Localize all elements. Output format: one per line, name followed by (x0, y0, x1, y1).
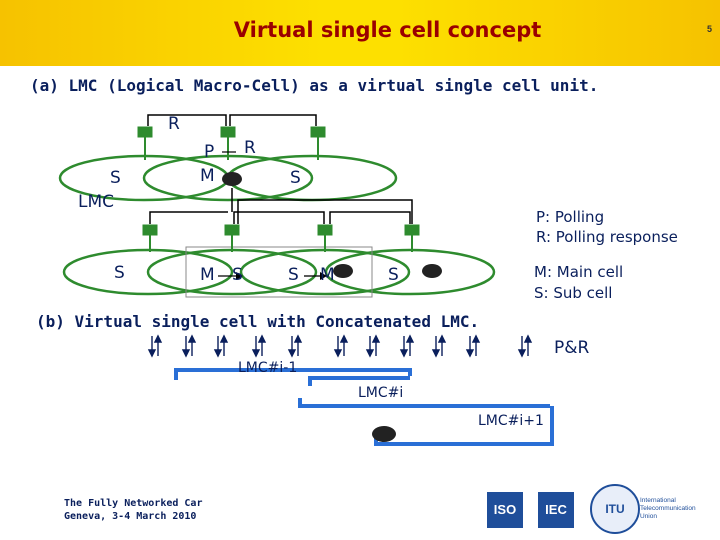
lmc-cur-line (298, 398, 550, 408)
label-lmc: LMC (78, 192, 115, 212)
itu-logo: ITU (590, 484, 640, 534)
antenna-top-3 (310, 126, 326, 138)
antenna-bottom-3 (317, 224, 333, 236)
vehicle-icon-top (222, 172, 242, 186)
footer-line-1: The Fully Networked Car (64, 498, 203, 509)
label-r-2: R (244, 138, 256, 158)
itu-logo-text: International Telecommunication Union (640, 497, 696, 520)
label-m-b: M (200, 265, 215, 285)
page-number: 5 (706, 24, 712, 34)
vehicle-icon-b (372, 426, 396, 442)
iso-logo: ISO (487, 492, 523, 528)
antenna-bottom-4 (404, 224, 420, 236)
antenna-bottom-1 (142, 224, 158, 236)
label-s-b1: S (114, 263, 125, 283)
legend-polling: P: Polling (536, 208, 605, 226)
footer-text: The Fully Networked Car Geneva, 3-4 Marc… (64, 497, 202, 523)
label-lmc-next: LMC#i+1 (478, 413, 544, 429)
arrow-m-to-s (236, 272, 243, 280)
label-lmc-cur: LMC#i (358, 385, 404, 401)
lmc-prev-line (174, 368, 412, 380)
label-s-b2: S (232, 265, 243, 285)
legend-main: M: Main cell (534, 263, 624, 281)
cell-ellipse-bottom-1 (62, 248, 234, 296)
antenna-bottom-2 (224, 224, 240, 236)
antenna-top-1 (137, 126, 153, 138)
lmc-box (185, 246, 373, 298)
pr-label: P&R (554, 338, 590, 358)
p-and-r-arrow-row (147, 334, 533, 358)
footer-line-2: Geneva, 3-4 March 2010 (64, 511, 197, 522)
polling-link-left (147, 114, 227, 126)
legend-sub: S: Sub cell (534, 284, 613, 302)
cell-ellipse-bottom-4 (324, 248, 496, 296)
label-r-1: R (168, 114, 180, 134)
label-m: M (200, 166, 215, 186)
legend-response: R: Polling response (536, 228, 678, 246)
section-a-heading: (a) LMC (Logical Macro-Cell) as a virtua… (30, 76, 599, 95)
section-b-heading: (b) Virtual single cell with Concatenate… (36, 312, 480, 331)
header-bar (0, 0, 720, 66)
vehicle-icon-bottom-2 (422, 264, 442, 278)
label-m-b2: M (320, 265, 335, 285)
label-s-b4: S (388, 265, 399, 285)
label-s-right: S (290, 168, 301, 188)
polling-link-right (229, 114, 317, 126)
antenna-top-2 (220, 126, 236, 138)
slide-title: Virtual single cell concept (233, 18, 542, 42)
arrow-s-to-m (320, 272, 327, 280)
label-s-left: S (110, 168, 121, 188)
label-lmc-prev: LMC#i-1 (238, 360, 298, 376)
vehicle-icon-bottom-1 (333, 264, 353, 278)
label-s-b3: S (288, 265, 299, 285)
label-p: P (204, 142, 215, 162)
iec-logo: IEC (538, 492, 574, 528)
